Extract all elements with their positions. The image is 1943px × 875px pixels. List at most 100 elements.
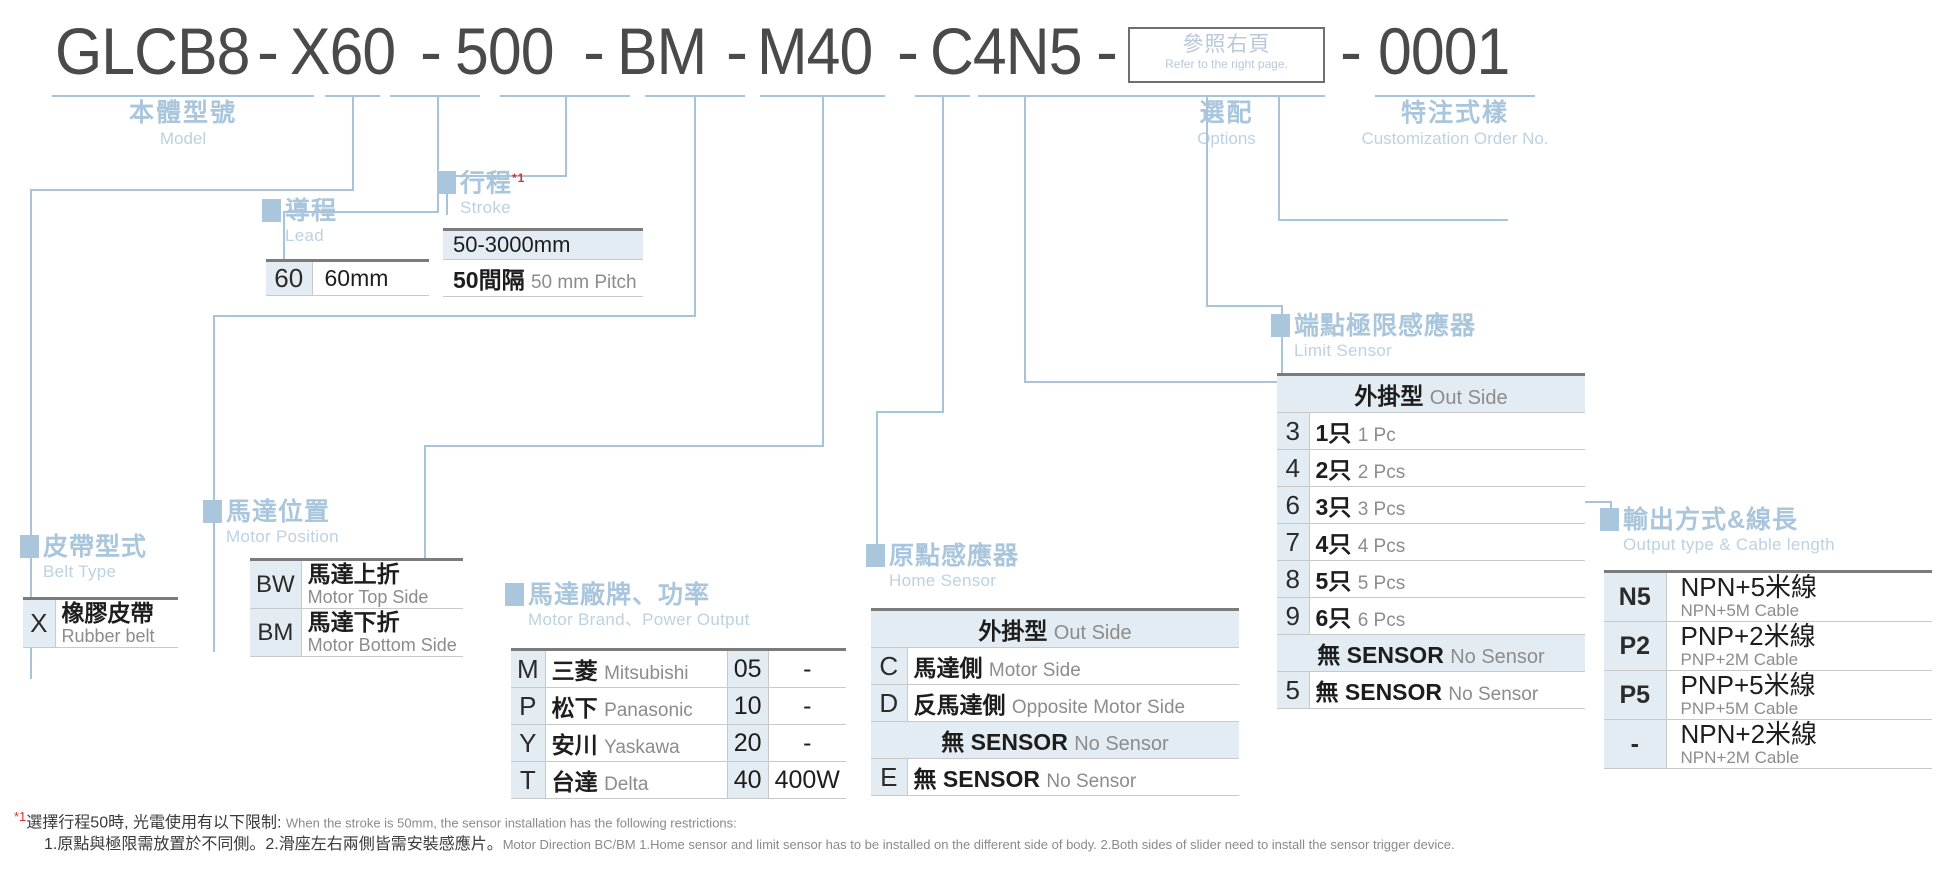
section-home-sensor-cn: 原點感應器 bbox=[866, 541, 1019, 571]
section-motor-brand-en: Motor Brand、Power Output bbox=[528, 610, 750, 629]
motor-power-code: 05 bbox=[726, 648, 769, 688]
section-lead-cn: 導程 bbox=[262, 196, 337, 226]
stroke-range: 50-3000mm bbox=[443, 228, 643, 260]
section-belt-en: Belt Type bbox=[43, 562, 117, 581]
lead-key: 60 bbox=[266, 259, 313, 296]
stroke-pitch: 50間隔 50 mm Pitch bbox=[443, 259, 643, 297]
home-sensor-value: 無 SENSOR No Sensor bbox=[907, 758, 1239, 796]
options-ref-box[interactable]: 參照右頁 Refer to the right page. bbox=[1128, 27, 1325, 83]
table-row: C 馬達側 Motor Side bbox=[871, 647, 1239, 685]
connector-motorbrand-v2 bbox=[424, 445, 426, 585]
limit-sensor-value: 4只 4 Pcs bbox=[1309, 523, 1585, 561]
table-row: 8 5只 5 Pcs bbox=[1277, 560, 1585, 598]
limit-sensor-value: 6只 6 Pcs bbox=[1309, 597, 1585, 635]
square-bullet-icon bbox=[203, 500, 222, 523]
code-dash-4: - bbox=[726, 14, 748, 88]
rule-limit-sensor bbox=[978, 95, 1033, 97]
connector-motorpos-v1 bbox=[694, 95, 696, 317]
limit-sensor-key: 8 bbox=[1277, 560, 1310, 598]
connector-homesensor-v1 bbox=[942, 95, 944, 413]
table-limit-sensor: 外掛型 Out Side 3 1只 1 Pc 4 2只 2 Pcs 6 3只 3… bbox=[1277, 373, 1585, 709]
connector-belt-v2 bbox=[30, 189, 32, 679]
section-limit-sensor-cn: 端點極限感應器 bbox=[1271, 311, 1476, 341]
motor-position-key: BM bbox=[250, 608, 302, 657]
section-motor-position: 馬達位置 Motor Position bbox=[203, 497, 339, 547]
limit-sensor-value: 2只 2 Pcs bbox=[1309, 449, 1585, 487]
rule-options bbox=[1128, 95, 1325, 97]
connector-output-h1 bbox=[1024, 381, 1506, 383]
code-dash-2: - bbox=[420, 14, 442, 88]
section-lead: 導程 Lead bbox=[262, 196, 337, 246]
code-segment-motor-brand[interactable]: M40 bbox=[757, 14, 873, 88]
connector-options-h1 bbox=[1278, 219, 1508, 221]
motor-brand-key: M bbox=[511, 648, 546, 688]
table-row: 9 6只 6 Pcs bbox=[1277, 597, 1585, 635]
limit-sensor-value: 1只 1 Pc bbox=[1309, 412, 1585, 450]
motor-power-value: - bbox=[768, 724, 846, 762]
square-bullet-icon bbox=[1600, 508, 1619, 531]
motor-power-value: - bbox=[768, 687, 846, 725]
section-home-sensor: 原點感應器 Home Sensor bbox=[866, 541, 1019, 591]
table-row: 7 4只 4 Pcs bbox=[1277, 523, 1585, 561]
table-row: 50-3000mm bbox=[443, 228, 643, 260]
code-segment-belt-lead[interactable]: X60 bbox=[290, 14, 396, 88]
square-bullet-icon bbox=[866, 544, 885, 567]
table-row: 6 3只 3 Pcs bbox=[1277, 486, 1585, 524]
motor-power-code: 40 bbox=[726, 761, 769, 799]
limit-sensor-key: 5 bbox=[1277, 671, 1310, 709]
section-motor-brand: 馬達廠牌、功率 Motor Brand、Power Output bbox=[505, 580, 750, 630]
rule-model bbox=[52, 95, 314, 97]
stroke-footnote-marker: *1 bbox=[512, 171, 526, 185]
output-type-key: N5 bbox=[1604, 570, 1667, 622]
code-segment-sensors[interactable]: C4N5 bbox=[930, 14, 1082, 88]
connector-lead-h1 bbox=[283, 211, 439, 213]
code-segment-custom-order[interactable]: 0001 bbox=[1378, 14, 1510, 88]
motor-power-value: - bbox=[768, 648, 846, 688]
caption-custom-cn: 特注式樣 bbox=[1400, 99, 1509, 127]
footnote-line-1: *1選擇行程50時, 光電使用有以下限制: When the stroke is… bbox=[14, 806, 1934, 834]
square-bullet-icon bbox=[262, 199, 281, 222]
caption-options-cn: 選配 bbox=[1199, 99, 1254, 127]
motor-brand-name: 台達 Delta bbox=[545, 761, 728, 799]
model-code-row: GLCB8 - X60 - 500 - BM - M40 - C4N5 - 參照… bbox=[0, 8, 1943, 96]
home-sensor-key: C bbox=[871, 647, 908, 685]
caption-model: 本體型號 Model bbox=[52, 98, 314, 149]
options-ref-cn: 參照右頁 bbox=[1182, 33, 1271, 56]
connector-homesensor-h1 bbox=[876, 411, 944, 413]
home-sensor-group-header: 無 SENSOR No Sensor bbox=[871, 721, 1239, 759]
table-row: M 三菱 Mitsubishi 05 - bbox=[511, 648, 846, 688]
section-stroke-en: Stroke bbox=[460, 198, 511, 218]
caption-custom: 特注式樣 Customization Order No. bbox=[1345, 98, 1565, 149]
code-dash-5: - bbox=[897, 14, 919, 88]
code-dash-7: - bbox=[1340, 14, 1362, 88]
code-segment-motor-position[interactable]: BM bbox=[617, 14, 707, 88]
connector-limitsensor-h0 bbox=[1006, 95, 1208, 97]
section-stroke-cn: 行程*1 bbox=[437, 163, 525, 198]
section-output-type-en: Output type & Cable length bbox=[1623, 535, 1835, 554]
limit-sensor-key: 9 bbox=[1277, 597, 1310, 635]
code-segment-stroke[interactable]: 500 bbox=[455, 14, 554, 88]
connector-limitsensor-h1 bbox=[1206, 305, 1282, 307]
connector-motorbrand-h1 bbox=[424, 445, 824, 447]
section-limit-sensor: 端點極限感應器 Limit Sensor bbox=[1271, 311, 1476, 361]
limit-sensor-key: 3 bbox=[1277, 412, 1310, 450]
motor-brand-key: T bbox=[511, 761, 546, 799]
connector-belt-v1 bbox=[352, 95, 354, 191]
motor-brand-name: 松下 Panasonic bbox=[545, 687, 728, 725]
footnote-line-1-en: When the stroke is 50mm, the sensor inst… bbox=[285, 815, 737, 831]
limit-sensor-group-header: 外掛型 Out Side bbox=[1277, 373, 1585, 413]
table-row: E 無 SENSOR No Sensor bbox=[871, 758, 1239, 796]
section-stroke: 行程*1 Stroke bbox=[437, 163, 525, 218]
table-row: 外掛型 Out Side bbox=[1277, 373, 1585, 413]
connector-motorpos-v2 bbox=[213, 315, 215, 652]
belt-key: X bbox=[23, 597, 56, 648]
code-segment-model[interactable]: GLCB8 bbox=[55, 14, 250, 88]
footnote-line-1-cn: 選擇行程50時, 光電使用有以下限制: bbox=[26, 814, 282, 832]
